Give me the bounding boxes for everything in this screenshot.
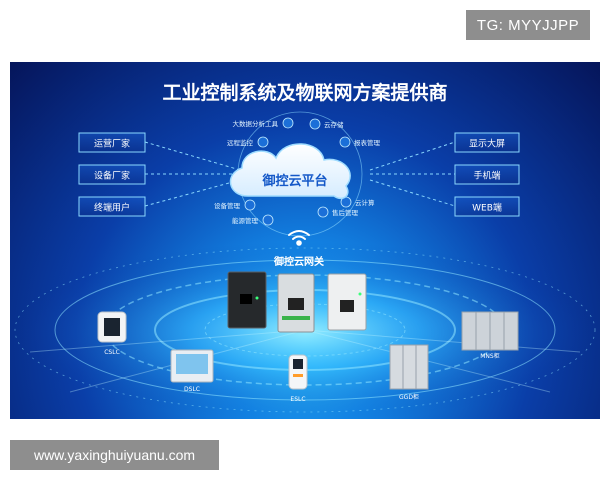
feature-icon-6: [262, 214, 274, 226]
feature-icon-2: [257, 136, 269, 148]
wifi-icon: [288, 230, 310, 246]
feature-label-2: 远程监控: [227, 138, 254, 147]
feature-label-6: 能源管理: [232, 216, 259, 225]
poster-artwork: 工业控制系统及物联网方案提供商 运营厂家 设备厂家 终端用户 显示大屏 手机端 …: [14, 81, 596, 419]
right-box-1: 手机端: [454, 164, 520, 185]
poster-title: 工业控制系统及物联网方案提供商: [162, 81, 447, 104]
gateway-device-dark: [227, 271, 267, 329]
left-box-0: 运营厂家: [78, 132, 146, 153]
right-box-1-label: 手机端: [473, 170, 500, 182]
left-box-2-label: 终端用户: [94, 202, 130, 214]
device-mns-label: MNS柜: [480, 352, 499, 360]
feature-label-4: 设备管理: [214, 201, 241, 210]
right-box-2: WEB端: [454, 196, 520, 217]
cloud-platform-label: 御控云平台: [261, 173, 327, 189]
right-box-2-label: WEB端: [472, 202, 502, 214]
right-box-0-label: 显示大屏: [469, 138, 505, 150]
feature-icon-1: [309, 118, 321, 130]
promo-poster: 工业控制系统及物联网方案提供商 运营厂家 设备厂家 终端用户 显示大屏 手机端 …: [10, 62, 600, 419]
device-eslc-label: ESLC: [290, 396, 305, 403]
feature-icon-7: [317, 206, 329, 218]
device-eslc: ESLC: [288, 354, 308, 403]
gateway-device-light: [327, 273, 367, 331]
feature-icon-4: [244, 199, 256, 211]
feature-label-3: 报表管理: [354, 138, 381, 147]
site-url-badge: www.yaxinghuiyuanu.com: [10, 440, 219, 470]
tg-watermark-badge: TG: MYYJJPP: [466, 10, 590, 40]
left-box-2: 终端用户: [78, 196, 146, 217]
feature-label-7: 售后管理: [332, 208, 359, 217]
gateway-device-mid: [277, 273, 315, 333]
left-box-1: 设备厂家: [78, 164, 146, 185]
cloud-features: 大数据分析工具 云存储 远程监控 报表管理 设备管理 云计算 能源管理 售后管理: [214, 117, 381, 226]
device-dslc-label: DSLC: [184, 386, 200, 393]
gateway-label: 御控云网关: [273, 255, 324, 268]
device-mns-cabinet: MNS柜: [461, 311, 519, 360]
connector-lines: [144, 141, 456, 207]
left-box-1-label: 设备厂家: [94, 170, 130, 182]
device-cslc: CSLC: [97, 311, 127, 356]
feature-icon-3: [339, 136, 351, 148]
device-cslc-label: CSLC: [104, 349, 120, 356]
device-ggd-cabinet: GGD柜: [389, 344, 429, 401]
device-ggd-label: GGD柜: [399, 393, 419, 401]
feature-label-1: 云存储: [324, 120, 344, 129]
device-dslc: DSLC: [170, 349, 214, 393]
feature-label-5: 云计算: [355, 198, 375, 207]
left-box-0-label: 运营厂家: [94, 138, 130, 150]
feature-icon-0: [282, 117, 294, 129]
feature-label-0: 大数据分析工具: [233, 119, 279, 128]
right-box-0: 显示大屏: [454, 132, 520, 153]
cloud-icon: 御控云平台: [229, 143, 351, 200]
